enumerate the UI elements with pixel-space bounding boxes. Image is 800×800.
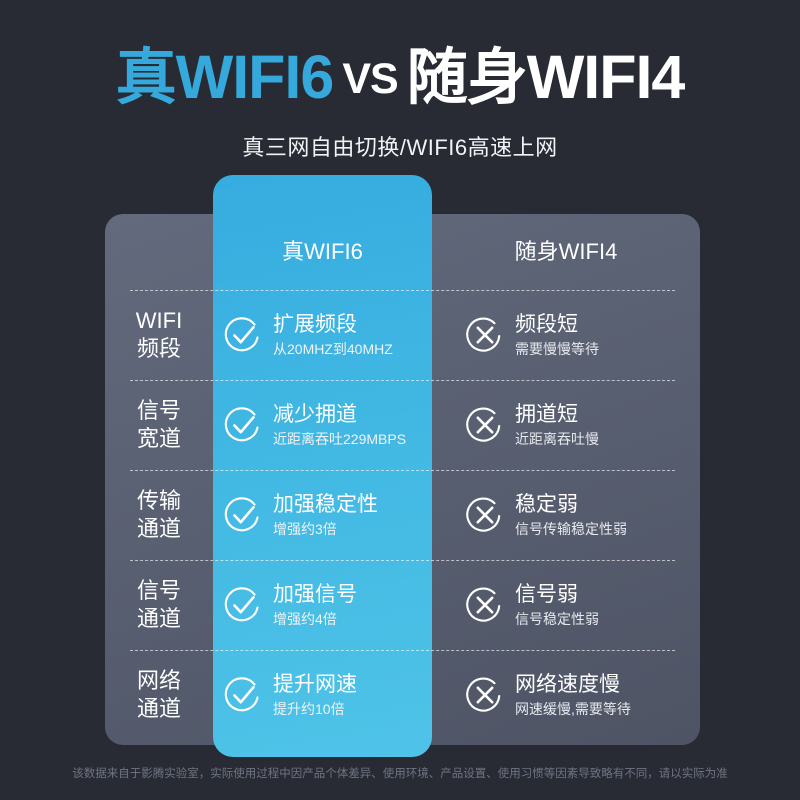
cell-pro: 加强信号 增强约4倍	[213, 560, 432, 650]
row-label-line1: 传输	[136, 488, 181, 513]
cell-con-text: 拥道短 近距离吞吐慢	[515, 402, 599, 449]
cell-con-text: 网络速度慢 网速缓慢,需要等待	[515, 672, 631, 719]
cell-pro-title: 提升网速	[273, 672, 357, 696]
row-separator	[130, 650, 675, 651]
cell-con-sub: 网速缓慢,需要等待	[515, 700, 631, 717]
check-circle-icon	[223, 315, 263, 355]
cell-pro: 加强稳定性 增强约3倍	[213, 470, 432, 560]
cell-pro-sub: 提升约10倍	[273, 700, 345, 717]
cell-pro-sub: 近距离吞吐229MBPS	[273, 430, 407, 447]
row-label-line2: 通道	[136, 606, 181, 631]
table-header-row: 真WIFI6 随身WIFI4	[105, 214, 700, 290]
row-label-line1: 信号	[136, 398, 181, 423]
cell-pro-sub: 增强约4倍	[273, 610, 337, 627]
cell-con-sub: 信号传输稳定性弱	[515, 520, 627, 537]
cell-pro-sub: 从20MHZ到40MHZ	[273, 340, 393, 357]
table-row: 传输 通道 加强稳定性 增强约3倍 稳定弱	[105, 470, 700, 560]
cell-con: 信号弱 信号稳定性弱	[432, 560, 700, 650]
title-left-text: 真WIFI6	[115, 43, 335, 111]
cell-pro: 减少拥道 近距离吞吐229MBPS	[213, 380, 432, 470]
table-row: 网络 通道 提升网速 提升约10倍 网络速	[105, 650, 700, 740]
cell-con-title: 信号弱	[515, 582, 578, 606]
row-label-line1: 网络	[136, 668, 181, 693]
row-label-wifi-band: WIFI 频段	[105, 290, 213, 380]
cell-pro-title: 加强稳定性	[273, 492, 378, 516]
check-circle-icon	[223, 675, 263, 715]
cell-con-title: 频段短	[515, 312, 578, 336]
table-row: 信号 通道 加强信号 增强约4倍 信号弱	[105, 560, 700, 650]
table-row: 信号 宽道 减少拥道 近距离吞吐229MBPS	[105, 380, 700, 470]
row-label-line1: WIFI	[135, 308, 183, 333]
row-label-signal-channel: 信号 通道	[105, 560, 213, 650]
cell-pro-text: 扩展频段 从20MHZ到40MHZ	[273, 312, 393, 359]
row-label-line1: 信号	[136, 578, 181, 603]
title-right-text: 随身WIFI4	[406, 43, 686, 111]
cell-pro: 扩展频段 从20MHZ到40MHZ	[213, 290, 432, 380]
cell-con-title: 稳定弱	[515, 492, 578, 516]
row-label-line2: 通道	[136, 516, 181, 541]
cell-con-sub: 需要慢慢等待	[515, 340, 599, 357]
row-label-line2: 频段	[136, 336, 181, 361]
row-label-transmission-channel: 传输 通道	[105, 470, 213, 560]
row-label-signal-width: 信号 宽道	[105, 380, 213, 470]
cell-pro: 提升网速 提升约10倍	[213, 650, 432, 740]
cell-pro-title: 扩展频段	[273, 312, 357, 336]
cell-con-text: 信号弱 信号稳定性弱	[515, 582, 599, 629]
highlight-column-wifi6	[213, 175, 432, 757]
cell-con-title: 网络速度慢	[515, 672, 620, 696]
cell-con-title: 拥道短	[515, 402, 578, 426]
row-separator	[130, 380, 675, 381]
cell-con: 频段短 需要慢慢等待	[432, 290, 700, 380]
cell-con-sub: 近距离吞吐慢	[515, 430, 599, 447]
column-header-wifi4: 随身WIFI4	[514, 239, 618, 264]
row-label-network-channel: 网络 通道	[105, 650, 213, 740]
row-separator	[130, 470, 675, 471]
cross-circle-icon	[465, 585, 505, 625]
cell-pro-title: 减少拥道	[273, 402, 357, 426]
cell-pro-text: 减少拥道 近距离吞吐229MBPS	[273, 402, 406, 449]
cell-con-text: 稳定弱 信号传输稳定性弱	[515, 492, 627, 539]
cell-pro-sub: 增强约3倍	[273, 520, 337, 537]
cell-pro-text: 提升网速 提升约10倍	[273, 672, 357, 719]
cell-con: 稳定弱 信号传输稳定性弱	[432, 470, 700, 560]
cell-con-text: 频段短 需要慢慢等待	[515, 312, 599, 359]
check-circle-icon	[223, 585, 263, 625]
page-subtitle: 真三网自由切换/WIFI6高速上网	[242, 135, 558, 160]
row-separator	[130, 290, 675, 291]
column-header-wifi6: 真WIFI6	[282, 239, 363, 264]
row-separator	[130, 560, 675, 561]
row-label-line2: 通道	[136, 696, 181, 721]
cell-pro-text: 加强信号 增强约4倍	[273, 582, 357, 629]
cell-con: 拥道短 近距离吞吐慢	[432, 380, 700, 470]
cross-circle-icon	[465, 675, 505, 715]
cell-con: 网络速度慢 网速缓慢,需要等待	[432, 650, 700, 740]
row-label-line2: 宽道	[136, 426, 181, 451]
title-vs-text: VS	[342, 55, 398, 103]
cell-pro-title: 加强信号	[273, 582, 357, 606]
cross-circle-icon	[465, 405, 505, 445]
check-circle-icon	[223, 405, 263, 445]
cell-con-sub: 信号稳定性弱	[515, 610, 599, 627]
comparison-table: 真WIFI6 随身WIFI4 WIFI 频段 扩展频段 从20MHZ到40MHZ	[105, 214, 700, 745]
table-row: WIFI 频段 扩展频段 从20MHZ到40MHZ	[105, 290, 700, 380]
check-circle-icon	[223, 495, 263, 535]
cross-circle-icon	[465, 315, 505, 355]
cell-pro-text: 加强稳定性 增强约3倍	[273, 492, 378, 539]
footer-disclaimer: 该数据来自于影腾实验室，实际使用过程中因产品个体差异、使用环境、产品设置、使用习…	[72, 768, 728, 780]
cross-circle-icon	[465, 495, 505, 535]
